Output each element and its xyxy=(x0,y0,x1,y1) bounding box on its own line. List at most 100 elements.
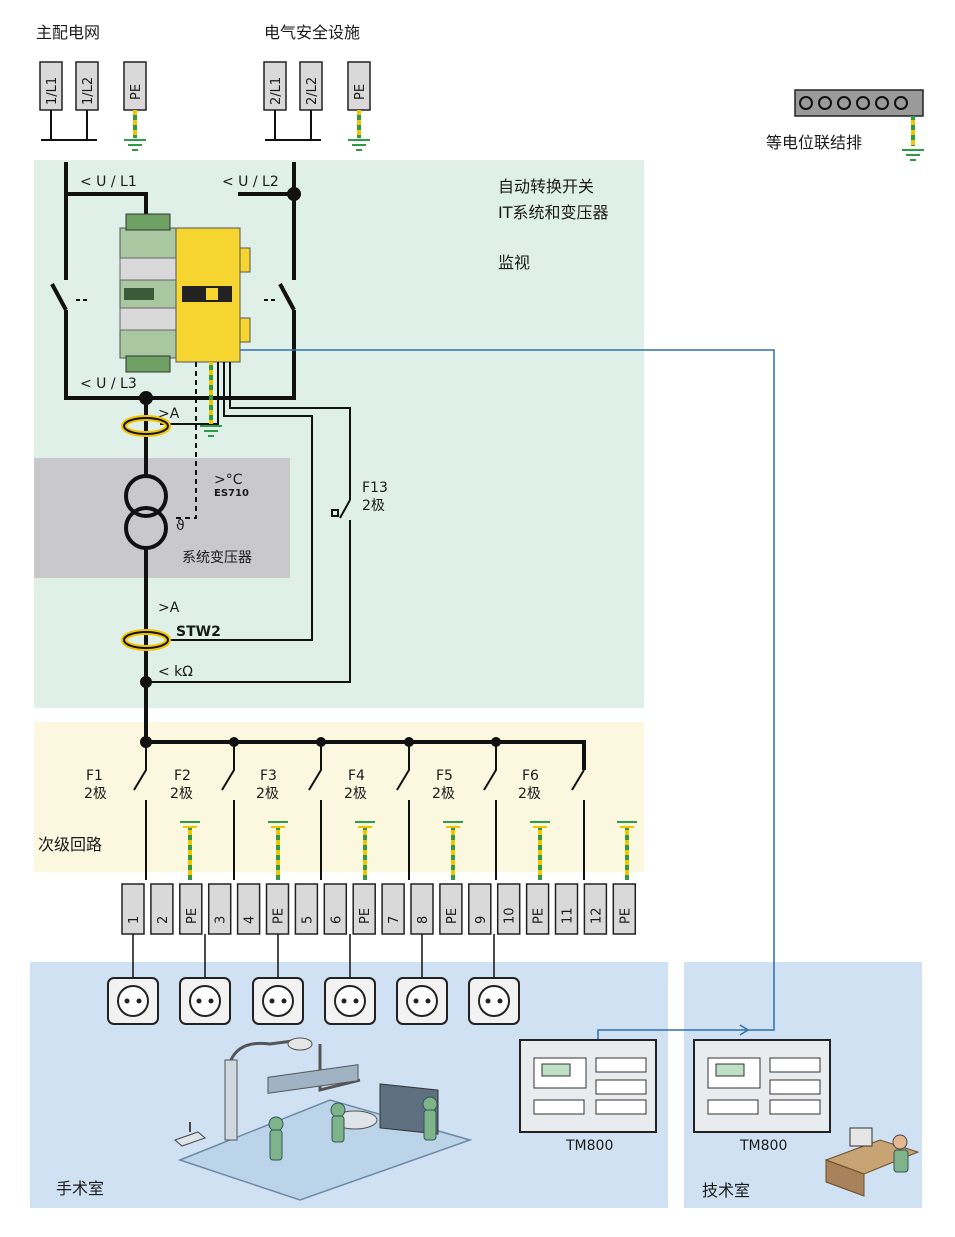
terminal-label: 6 xyxy=(329,916,344,924)
f13-poles-label: 2极 xyxy=(362,498,385,514)
main-grid-terminals: 1/L1 1/L2 PE xyxy=(39,61,147,151)
operating-room-illustration xyxy=(174,1037,473,1201)
breaker-f3 xyxy=(308,742,322,880)
terminal-1l1: 1/L1 xyxy=(45,77,60,105)
terminal-label: PE xyxy=(358,908,373,924)
socket-outlet xyxy=(324,977,376,1025)
terminal-label: PE xyxy=(185,908,200,924)
socket-outlet xyxy=(396,977,448,1025)
terminal-block: PE xyxy=(525,883,550,935)
ats-device xyxy=(119,213,251,373)
current-top-label: >A xyxy=(158,406,180,422)
breaker-f6-name: F6 xyxy=(522,768,539,784)
technical-room-label: 技术室 xyxy=(702,1181,750,1200)
terminal-block: 7 xyxy=(381,883,405,935)
breaker-f2-poles: 2极 xyxy=(170,786,193,802)
terminal-label: 4 xyxy=(243,916,258,924)
breaker-f2-name: F2 xyxy=(174,768,191,784)
technician-workstation-illustration xyxy=(824,1127,920,1197)
terminal-2l1: 2/L1 xyxy=(269,77,284,105)
control-wiring xyxy=(146,362,351,683)
terminal-block: 5 xyxy=(294,883,319,935)
breaker-f13 xyxy=(331,499,351,519)
tm800-panel-or xyxy=(519,1039,657,1133)
terminal-label: PE xyxy=(532,908,547,924)
terminal-block: PE xyxy=(265,883,290,935)
theta-label: ϑ xyxy=(176,518,185,534)
signal-line xyxy=(240,349,775,1040)
terminal-block: 11 xyxy=(554,883,579,935)
breaker-f3-poles: 2极 xyxy=(256,786,279,802)
safety-supply-label: 电气安全设施 xyxy=(264,23,360,42)
terminal-pe-safety: PE xyxy=(353,84,368,100)
terminal-block: 3 xyxy=(207,883,232,935)
breaker-group xyxy=(133,742,585,880)
ats-title-line-3: 监视 xyxy=(498,253,530,272)
terminal-label: 5 xyxy=(300,916,315,924)
breaker-f2 xyxy=(221,742,235,880)
terminal-label: 8 xyxy=(416,916,431,924)
socket-outlets xyxy=(107,977,520,1025)
socket-outlet xyxy=(252,977,304,1025)
es710-label: ES710 xyxy=(214,488,249,499)
terminal-label: 3 xyxy=(214,916,229,924)
ats-title-line-2: IT系统和变压器 xyxy=(498,203,609,222)
breaker-f4-poles: 2极 xyxy=(344,786,367,802)
system-transformer-symbol xyxy=(124,474,168,550)
safety-supply-terminals: 2/L1 2/L2 PE xyxy=(263,61,371,151)
u-l2-label: < U / L2 xyxy=(222,174,279,190)
terminal-block: 1 xyxy=(121,883,145,935)
socket-outlet xyxy=(468,977,520,1025)
breaker-f1 xyxy=(133,742,147,880)
terminal-block: PE xyxy=(439,883,463,935)
terminal-label: 11 xyxy=(561,907,576,924)
socket-leads xyxy=(132,934,495,978)
terminal-1l2: 1/L2 xyxy=(81,77,96,105)
terminal-block: 2 xyxy=(150,883,174,935)
node-u-l3 xyxy=(139,391,153,405)
node-u-l2 xyxy=(287,187,301,201)
u-l3-label: < U / L3 xyxy=(80,376,137,392)
u-l1-label: < U / L1 xyxy=(80,174,137,190)
terminal-label: 9 xyxy=(474,916,489,924)
terminal-block: 8 xyxy=(410,883,434,935)
f13-label: F13 xyxy=(362,480,388,496)
breaker-f5-poles: 2极 xyxy=(432,786,455,802)
socket-outlet xyxy=(179,977,231,1025)
terminal-label: PE xyxy=(445,908,460,924)
breaker-f6-poles: 2极 xyxy=(518,786,541,802)
stw2-label: STW2 xyxy=(176,624,221,640)
tm800-or-label: TM800 xyxy=(565,1138,613,1154)
socket-outlet xyxy=(107,977,159,1025)
breaker-f5 xyxy=(483,742,497,880)
terminal-block: 12 xyxy=(583,883,608,935)
breaker-f1-poles: 2极 xyxy=(84,786,107,802)
secondary-label: 次级回路 xyxy=(38,835,102,854)
breaker-f4 xyxy=(396,742,410,880)
equipotential-bar xyxy=(794,89,924,161)
tm800-tech-label: TM800 xyxy=(739,1138,787,1154)
terminal-label: PE xyxy=(272,908,287,924)
breaker-f3-name: F3 xyxy=(260,768,277,784)
terminal-label: 1 xyxy=(127,916,142,924)
operating-room-label: 手术室 xyxy=(56,1179,104,1198)
main-grid-label: 主配电网 xyxy=(36,23,100,42)
terminal-block: PE xyxy=(612,883,637,935)
temperature-label: >°C xyxy=(214,472,243,488)
breaker-f5-name: F5 xyxy=(436,768,453,784)
terminal-block: 9 xyxy=(468,883,492,935)
system-transformer-label: 系统变压器 xyxy=(182,550,252,566)
terminal-label: 10 xyxy=(503,907,518,924)
breaker-f4-name: F4 xyxy=(348,768,365,784)
kohm-label: < kΩ xyxy=(158,664,193,680)
equipotential-label: 等电位联结排 xyxy=(766,133,862,152)
breaker-f1-name: F1 xyxy=(86,768,103,784)
terminal-label: 12 xyxy=(589,907,604,924)
terminal-block: 4 xyxy=(236,883,261,935)
terminal-label: PE xyxy=(618,908,633,924)
pe-conductors xyxy=(180,821,637,880)
current-bottom-label: >A xyxy=(158,600,180,616)
tm800-panel-tech xyxy=(693,1039,831,1133)
terminal-block: 6 xyxy=(323,883,348,935)
